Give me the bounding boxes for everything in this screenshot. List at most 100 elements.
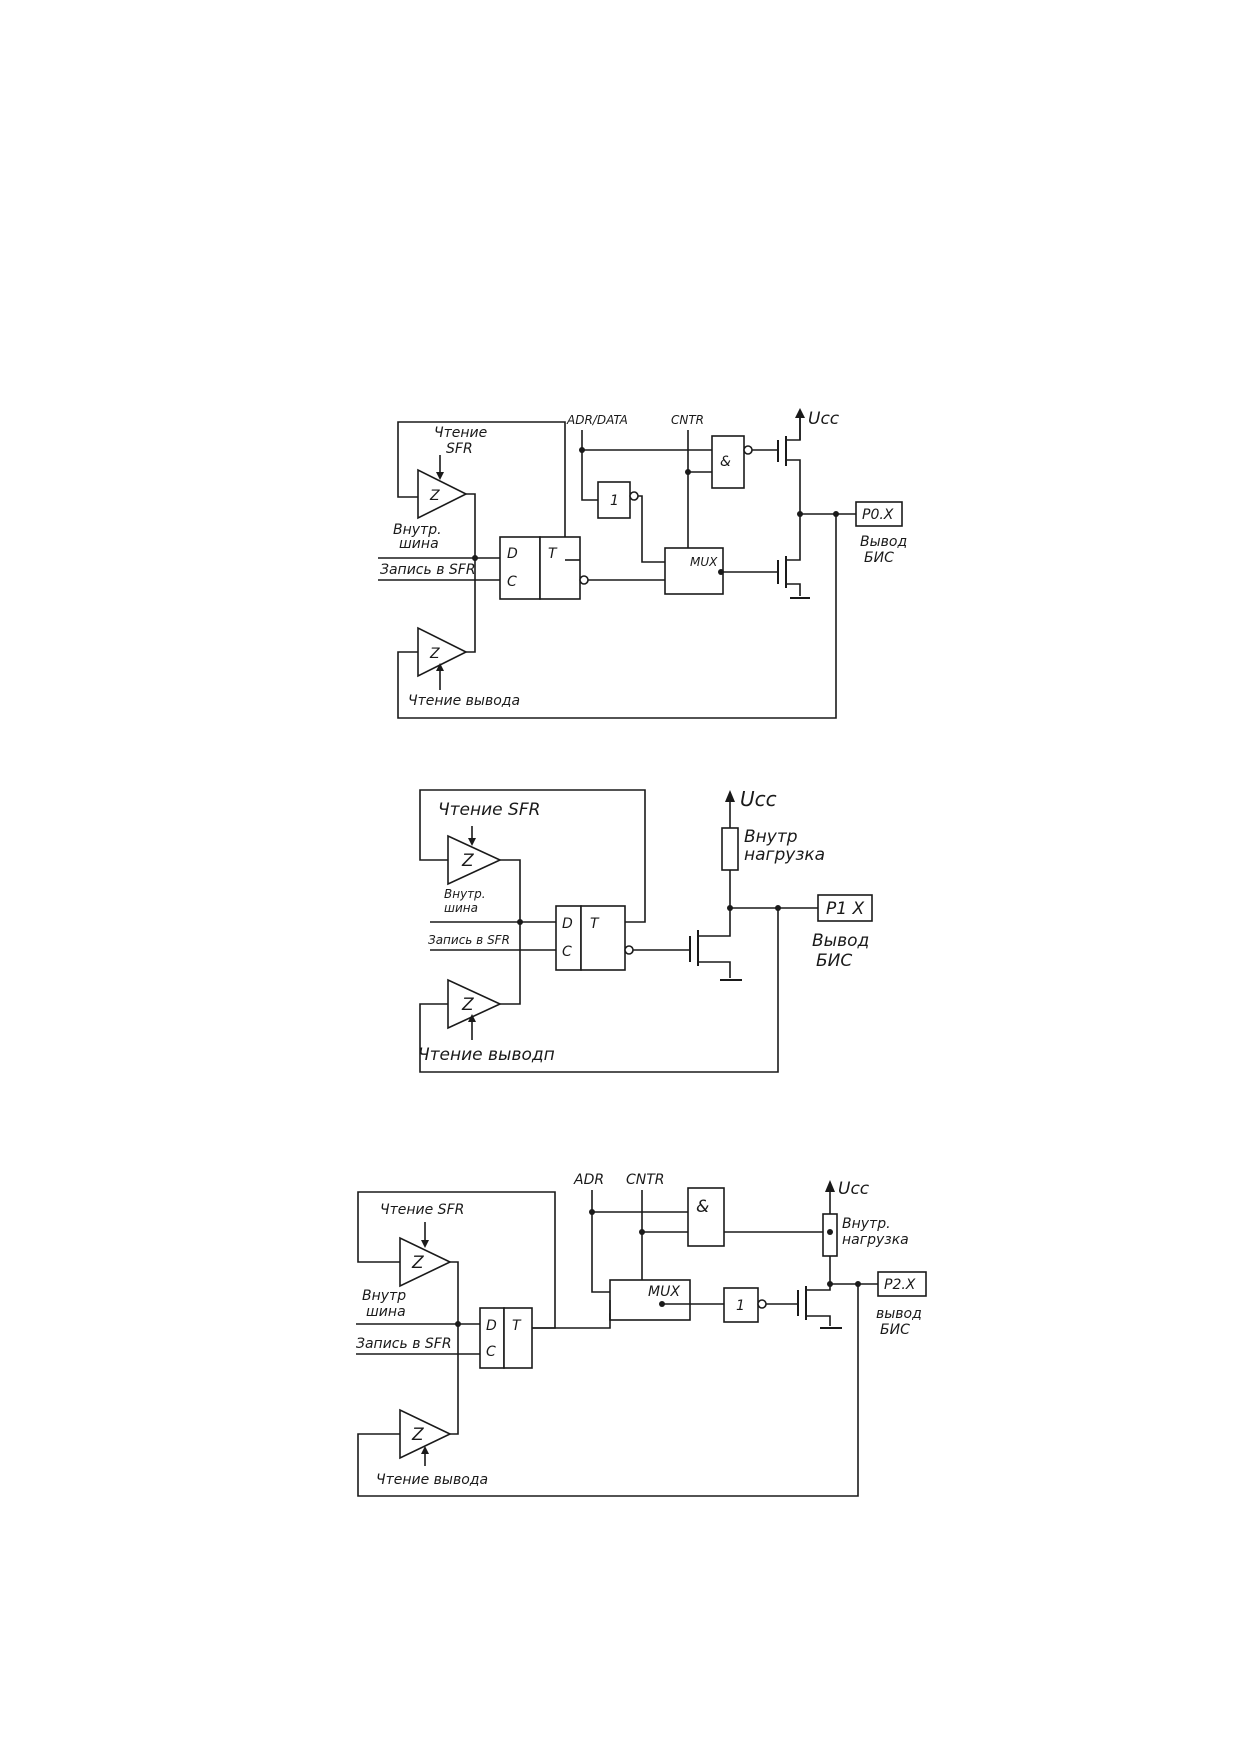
p1-pin-label-2: БИС <box>816 951 852 971</box>
p2-inverter-bubble <box>757 1299 767 1309</box>
p2-buffer-top-label: Z <box>411 1253 424 1273</box>
p0-ff-c: C <box>507 574 517 590</box>
p1-feedback-bottom-wire <box>419 908 779 1073</box>
p2-write-sfr-label: Запись в SFR <box>356 1336 452 1352</box>
p0-inverter-label: 1 <box>610 493 619 509</box>
p1-internal-bus-label-2: шина <box>444 901 478 915</box>
p2-pin-label-2: БИС <box>880 1322 910 1338</box>
p0-mux <box>664 547 724 595</box>
p0-flipflop-left <box>499 536 541 600</box>
p2-mux-label: MUX <box>648 1284 680 1300</box>
p0-buffer-bottom-label: Z <box>429 646 440 662</box>
p1-bus-vertical-wire <box>500 859 521 1005</box>
p1-read-pin-label: Чтение выводп <box>418 1045 555 1065</box>
p2-ucc-arrowhead <box>825 1180 835 1192</box>
p0-internal-bus-label-2: шина <box>399 536 439 552</box>
p2-internal-bus-label-2: шина <box>366 1304 406 1320</box>
p2-bus-junction <box>455 1321 461 1327</box>
p1-write-sfr-label: Запись в SFR <box>428 933 510 947</box>
p2-bus-vertical-wire <box>450 1261 459 1435</box>
p0-feedback-top-wire <box>397 421 566 560</box>
p2-load-label-1: Внутр. <box>842 1216 891 1232</box>
p2-ff-t: T <box>512 1318 522 1334</box>
p0-adr-to-inv-wire <box>581 450 598 501</box>
p2-read-pin-label: Чтение вывода <box>376 1472 488 1488</box>
p1-pin-label-1: Вывод <box>812 931 869 951</box>
p0-pin-box-label: P0.X <box>862 507 894 523</box>
p1-pin-box-label: P1 X <box>826 899 864 919</box>
p2-and-gate <box>687 1187 725 1247</box>
p0-and-gate <box>711 435 745 489</box>
p0-read-sfr-label-2: SFR <box>446 441 473 457</box>
p2-and-label: & <box>696 1197 709 1217</box>
p2-fet-drain <box>806 1284 831 1291</box>
p0-pin-label-1: Вывод <box>860 534 907 550</box>
p0-internal-bus-label-1: Внутр. <box>393 522 442 538</box>
p0-inv-to-mux-wire <box>638 495 665 563</box>
p0-feedback-bottom-wire <box>397 514 837 719</box>
p0-feedback-junction <box>833 511 839 517</box>
p0-mux-label: MUX <box>690 555 718 569</box>
p2-flipflop-left <box>479 1307 505 1369</box>
p0-buffer-top-label: Z <box>429 488 440 504</box>
p2-adr-label: ADR <box>573 1172 604 1188</box>
p0-bus-vertical-wire <box>466 493 476 653</box>
p1-load-resistor <box>721 827 739 871</box>
diagram-port-p0: Z Чтение SFR Внутр. шина Запись в SFR D … <box>378 408 907 719</box>
p2-adr-to-mux-wire <box>591 1190 630 1293</box>
p0-read-pin-arrowhead <box>436 663 444 671</box>
p2-fet-source <box>806 1315 831 1326</box>
p0-ff-t: T <box>548 546 558 562</box>
p2-ff-d: D <box>486 1318 497 1334</box>
p0-adr-to-and-wire <box>581 430 712 451</box>
p0-read-sfr-arrowhead <box>436 472 444 480</box>
p1-flipflop-right <box>580 905 626 971</box>
p2-load-label-2: нагрузка <box>842 1232 909 1248</box>
p2-pin-label-1: вывод <box>876 1306 922 1322</box>
p2-buffer-bottom-label: Z <box>411 1425 424 1445</box>
p2-cntr-junction <box>639 1229 645 1235</box>
p0-pin-label-2: БИС <box>864 550 894 566</box>
p1-feedback-top-wire <box>419 789 646 923</box>
p1-buffer-bottom-label: Z <box>461 995 474 1015</box>
p2-cntr-label: CNTR <box>626 1172 665 1188</box>
p1-load-label-2: нагрузка <box>744 845 825 865</box>
p1-ff-inverted-output <box>624 945 634 955</box>
p1-bus-junction <box>517 919 523 925</box>
p0-inverter <box>597 481 631 519</box>
p1-fet-source <box>698 961 731 978</box>
p0-lower-fet-source <box>786 583 801 596</box>
p0-ff-inverted-output <box>579 575 589 585</box>
p2-adr-junction <box>589 1209 595 1215</box>
p2-ff-c: C <box>486 1344 496 1360</box>
p0-read-pin-label: Чтение вывода <box>408 693 520 709</box>
p1-ff-t: T <box>590 916 600 932</box>
p0-and-bubble <box>743 445 753 455</box>
p0-inverter-bubble <box>629 491 639 501</box>
p0-ff-d: D <box>507 546 518 562</box>
p1-read-sfr-label: Чтение SFR <box>438 800 540 820</box>
p0-and-label: & <box>720 454 731 470</box>
p2-internal-bus-label-1: Внутр <box>362 1288 406 1304</box>
p0-ucc-label: Ucc <box>808 409 840 429</box>
p2-pin-box-label: P2.X <box>884 1277 916 1293</box>
p0-cntr-to-and-wire <box>687 430 712 473</box>
p1-pin-box <box>817 894 873 922</box>
p1-ff-c: C <box>562 944 572 960</box>
p0-ucc-arrowhead <box>795 408 805 418</box>
p2-feedback-bottom-wire <box>357 1284 859 1497</box>
p0-cntr-label: CNTR <box>671 413 704 427</box>
p0-pin-box <box>855 501 903 527</box>
p1-internal-bus-label-1: Внутр. <box>444 887 486 901</box>
diagram-port-p2: Z Чтение SFR Внутр шина Запись в SFR D C… <box>356 1172 927 1497</box>
p0-read-sfr-label-1: Чтение <box>434 425 487 441</box>
p2-flipflop-right <box>503 1307 533 1369</box>
p2-load-junction <box>827 1229 833 1235</box>
p2-ucc-label: Ucc <box>838 1179 870 1199</box>
p0-flipflop-right <box>539 536 581 600</box>
p1-buffer-top <box>447 834 502 886</box>
p2-read-sfr-label: Чтение SFR <box>380 1202 464 1218</box>
p2-read-pin-arrowhead <box>421 1446 429 1454</box>
p1-ucc-arrowhead <box>725 790 735 802</box>
p1-ff-d: D <box>562 916 573 932</box>
